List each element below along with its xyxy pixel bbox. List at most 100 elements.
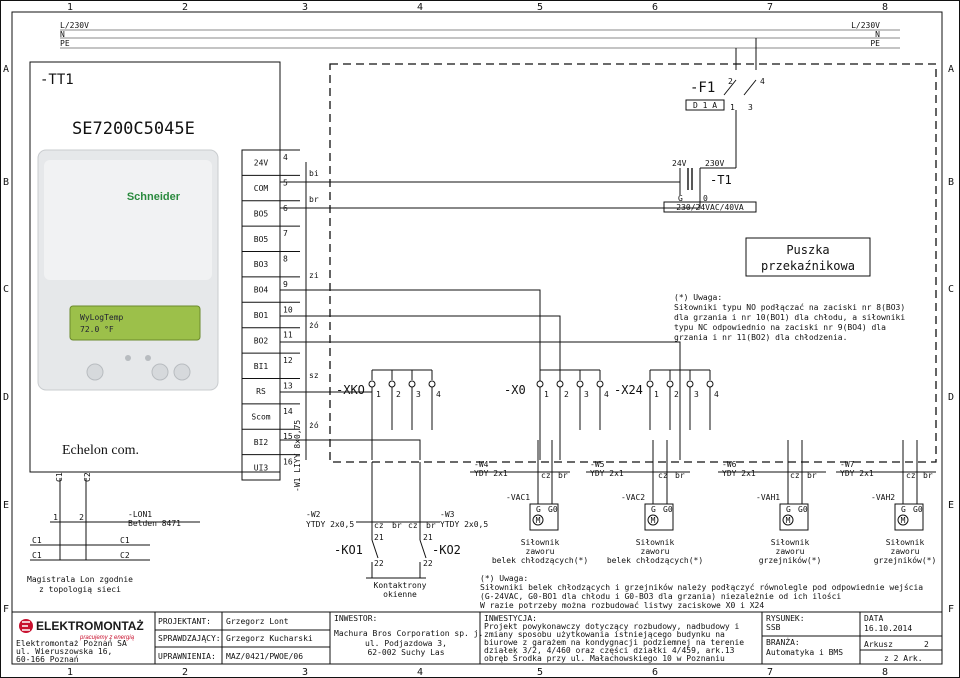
lon-note-2: z topologią sieci: [39, 585, 121, 594]
supply-busbars: L/230V N PE L/230V N PE: [60, 21, 900, 49]
cable-w4-br: br: [558, 471, 568, 480]
fuse-n3: 3: [748, 103, 753, 112]
investor-label: INWESTOR:: [334, 614, 377, 623]
designer-name: Grzegorz Lont: [226, 617, 289, 626]
supply-n-left: N: [60, 30, 65, 39]
controller-terminal-label: UI3: [254, 463, 269, 472]
company-addr-3: 60-166 Poznań: [16, 655, 79, 664]
actuator-body: [894, 503, 924, 531]
w2-br: br: [392, 521, 402, 530]
lon-c1-right: C1: [120, 536, 130, 545]
actuator-label: Siłownik: [771, 538, 810, 547]
relay-box-outline: [329, 63, 937, 463]
strip-pin-number: 2: [674, 390, 679, 399]
controller-terminal-label: RS: [256, 387, 266, 396]
controller-model: SE7200C5045E: [72, 119, 195, 139]
note-bottom-line: W razie potrzeby można rozbudować listwy…: [480, 600, 764, 610]
controller-pin-number: 14: [283, 407, 293, 416]
actuator-g0: G0: [663, 505, 673, 514]
actuator-g: G: [786, 505, 791, 514]
cable-w4-type: YDY 2x1: [474, 469, 508, 478]
sheet-number: 2: [924, 640, 929, 649]
company-addr-2: ul. Wieruszowska 16,: [16, 647, 112, 656]
actuator-label: zaworu: [776, 547, 805, 556]
trafo-out-v: 24V: [672, 159, 687, 168]
motor-m: M: [786, 516, 791, 525]
controller-terminal-label: BO3: [254, 260, 269, 269]
logo-tagline: pracujemy z energią: [79, 635, 135, 641]
w2-cz: cz: [374, 521, 384, 530]
controller-terminal-label: BO5: [254, 209, 269, 218]
controller-pin-number: 9: [283, 280, 288, 289]
contacts-label-1: Kontaktrony: [374, 581, 427, 590]
actuator-label: Siłownik: [521, 538, 560, 547]
note-bottom-line: (*) Uwaga:: [480, 574, 528, 583]
col-label-bottom: 6: [652, 667, 658, 678]
actuator-g0: G0: [798, 505, 808, 514]
column-labels: 1 2 3 4 5 6 7 8 1 2 3 4 5 6 7 8: [67, 2, 888, 678]
cable-w5-cz: cz: [658, 471, 668, 480]
lon-tag: -LON1: [128, 510, 152, 519]
cable-w6-cz: cz: [790, 471, 800, 480]
supply-l-right: L/230V: [851, 21, 880, 30]
strip-pin-number: 1: [654, 390, 659, 399]
checker-label: SPRAWDZAJĄCY:: [158, 634, 221, 643]
trafo-g: G: [678, 194, 683, 203]
controller-pin-number: 16: [283, 458, 293, 467]
trafo-in-v: 230V: [705, 159, 724, 168]
controller-terminal-label: BO4: [254, 286, 269, 295]
lon-n1: 1: [53, 513, 58, 522]
actuator-g0: G0: [913, 505, 923, 514]
strip-pin-number: 1: [544, 390, 549, 399]
fuse-n4: 4: [760, 77, 765, 86]
controller-pin-number: 13: [283, 381, 293, 390]
c1-label: C1: [55, 472, 64, 482]
thermostat-image: Schneider WyLogTemp 72.0 °F: [37, 149, 219, 391]
row-label-left: B: [3, 177, 9, 188]
company-addr-1: Elektromontaż Poznań SA: [16, 639, 127, 648]
note-top-line: (*) Uwaga:: [674, 293, 722, 302]
checker-name: Grzegorz Kucharski: [226, 634, 313, 643]
motor-symbol: [532, 514, 544, 526]
note-top: (*) Uwaga: Siłowniki typu NO podłączać n…: [674, 293, 905, 342]
trafo-spec: 230/24VAC/40VA: [676, 203, 744, 212]
row-label-left: F: [3, 604, 9, 615]
lon-type: Belden 8471: [128, 519, 181, 528]
strip-tag: -X0: [504, 383, 526, 397]
motor-symbol: [897, 514, 909, 526]
terminal-screw: [646, 380, 654, 388]
row-label-left: C: [3, 284, 9, 295]
controller-pin-number: 11: [283, 331, 293, 340]
actuator-label: zaworu: [891, 547, 920, 556]
col-label-top: 2: [182, 2, 188, 13]
ko2-tag: -KO2: [432, 543, 461, 557]
col-label-top: 6: [652, 2, 658, 13]
date-value: 16.10.2014: [864, 624, 912, 633]
cable-w6-br: br: [807, 471, 817, 480]
terminal-screw: [536, 380, 544, 388]
note-bottom-line: Siłowniki belek chłodzących i grzejników…: [480, 582, 923, 592]
investment-line: Projekt powykonawczy dotyczący rozbudowy…: [484, 622, 739, 631]
terminal-screw: [428, 380, 436, 388]
investment-label: INWESTYCJA:: [484, 614, 537, 623]
note-top-line: dla grzania i nr 10(BO1) dla chłodu, a s…: [674, 313, 905, 322]
actuator-body: [529, 503, 559, 531]
investment-line: działek 3/2, 4/460 oraz części działki 4…: [484, 645, 735, 655]
controller-terminal-label: 24V: [254, 159, 269, 168]
controller-tt1: -TT1 SE7200C5045E Schneider WyLogTemp 72…: [29, 61, 281, 482]
strip-pin-number: 3: [584, 390, 589, 399]
row-label-left: A: [3, 64, 9, 75]
cable-w5-tag: -W5: [590, 460, 605, 469]
designer-label: PROJEKTANT:: [158, 617, 211, 626]
controller-terminal-label: BI2: [254, 438, 269, 447]
cable-w5-br: br: [675, 471, 685, 480]
col-label-bottom: 3: [302, 667, 308, 678]
controller-pin-number: 10: [283, 305, 293, 314]
cable-w6-tag: -W6: [722, 460, 737, 469]
strip-pin-number: 3: [416, 390, 421, 399]
supply-l-left: L/230V: [60, 21, 89, 30]
actuator-label: zaworu: [641, 547, 670, 556]
contacts-label-2: okienne: [383, 590, 417, 599]
actuator-g: G: [651, 505, 656, 514]
